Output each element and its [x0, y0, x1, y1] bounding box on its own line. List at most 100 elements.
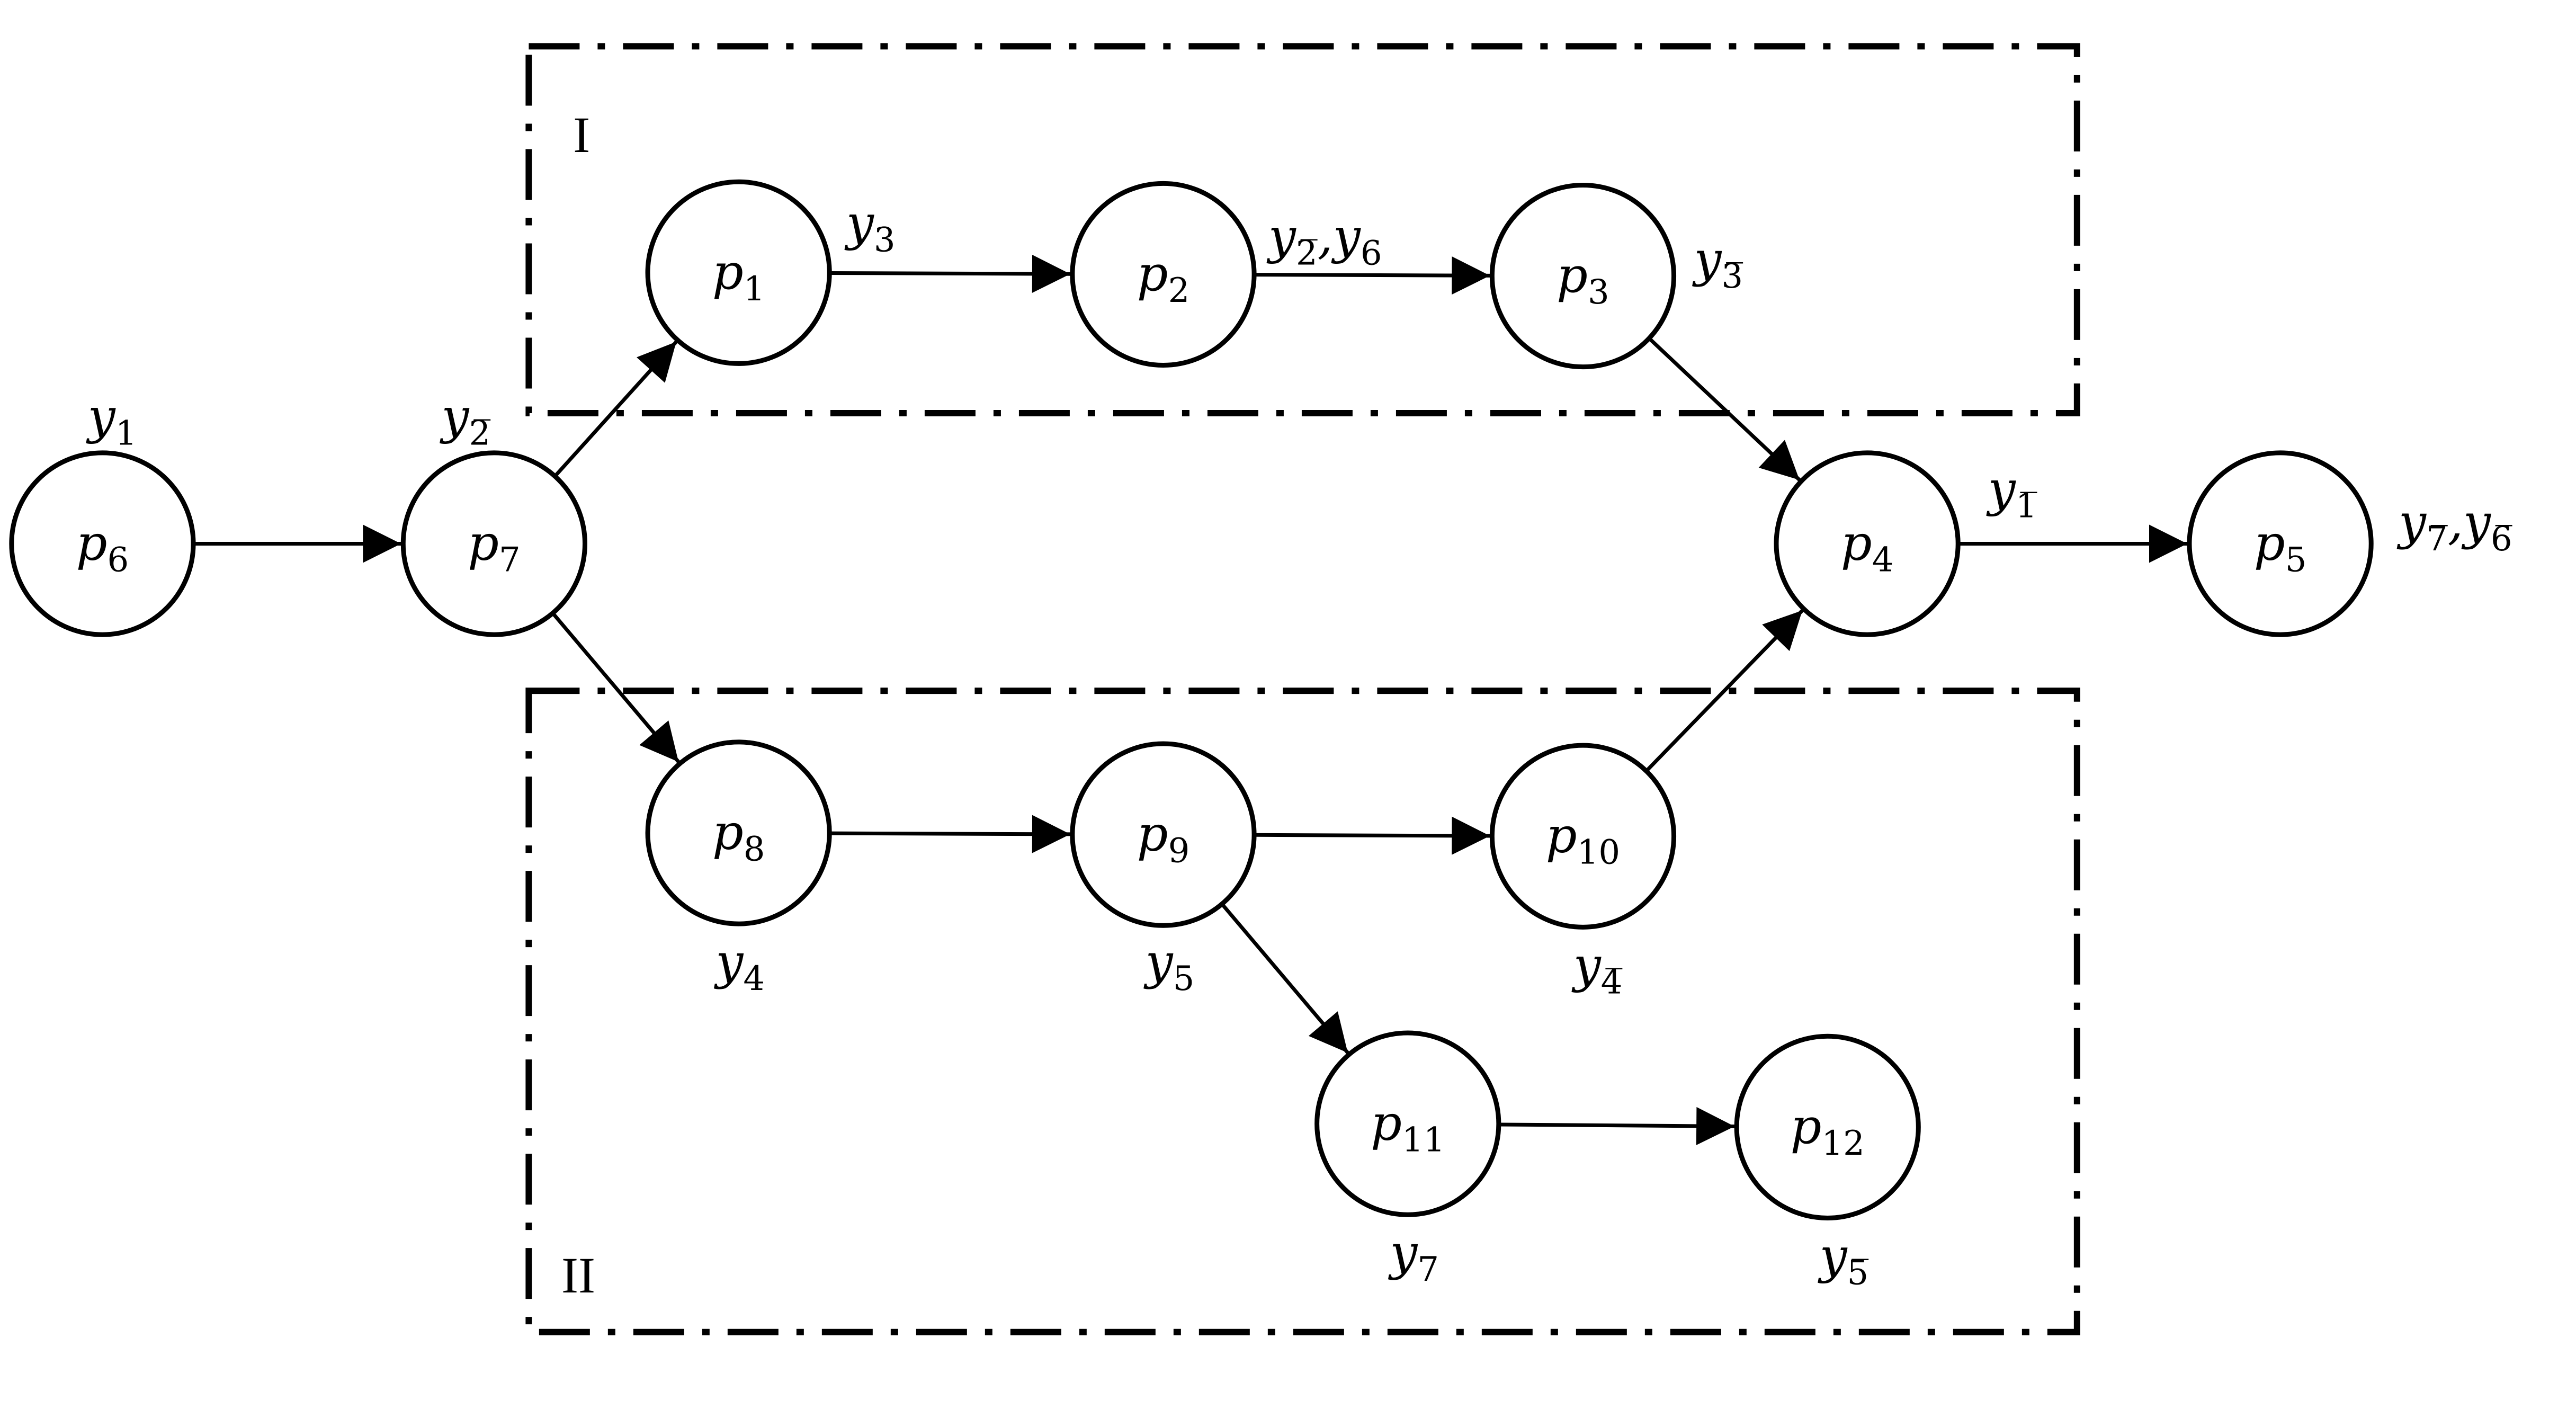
- node-p11-sub: 11: [1402, 1121, 1445, 1160]
- node-p5-label: p5: [2254, 514, 2307, 579]
- node-p5-var: p: [2254, 514, 2285, 571]
- annotation-var: y: [1143, 933, 1174, 990]
- node-p8-sub: 8: [744, 830, 765, 869]
- node-p11: p11: [1314, 1030, 1501, 1217]
- node-p7-var: p: [468, 514, 499, 571]
- node-p6-sub: 6: [108, 540, 129, 579]
- annotation-p12: y5̅: [1818, 1227, 1869, 1292]
- node-p5-sub: 5: [2285, 540, 2307, 579]
- annotation-sub: 4: [743, 959, 765, 998]
- edge-p7-to-p1: [553, 340, 678, 478]
- annotation-var: y: [2396, 494, 2427, 550]
- node-p7: p7: [400, 450, 587, 637]
- annotation-var: y: [713, 933, 744, 990]
- node-p3-label: p3: [1557, 247, 1609, 312]
- annotation-p3: y3̅: [1692, 231, 1743, 296]
- region-II-box: [525, 688, 2080, 1335]
- annotation-separator: ,: [1318, 208, 1333, 264]
- annotation-sub: 6̅: [2491, 520, 2512, 559]
- annotation-var: y: [1818, 1227, 1848, 1284]
- node-p3: p3: [1489, 182, 1677, 370]
- node-p3-sub: 3: [1588, 273, 1609, 312]
- node-p4-label: p4: [1841, 514, 1894, 579]
- annotation-sub: 2̅: [469, 414, 490, 453]
- node-p10-label: p10: [1546, 807, 1620, 872]
- annotation-p8: y4: [713, 933, 765, 998]
- node-p12-circle: [1734, 1033, 1921, 1220]
- edge-p1-to-p2: [829, 254, 1070, 293]
- edge-p10-to-p4: [1645, 609, 1804, 773]
- node-p2-circle: [1070, 181, 1257, 368]
- annotation-sub: 4̅: [1601, 962, 1623, 1002]
- node-p7-sub: 7: [499, 540, 521, 579]
- node-p9-var: p: [1137, 806, 1168, 862]
- node-p9-circle: [1070, 741, 1257, 928]
- annotation-p9: y5: [1143, 933, 1195, 998]
- node-p3-circle: [1489, 182, 1677, 370]
- annotation-var: y: [1692, 231, 1722, 288]
- annotation-separator: ,: [2448, 494, 2463, 550]
- annotation-sub: 5̅: [1847, 1253, 1869, 1292]
- annotation-sub: 6: [1361, 234, 1382, 273]
- node-p4-sub: 4: [1872, 540, 1894, 579]
- annotation-sub: 7: [1417, 1250, 1439, 1289]
- annotation-sub: 1̅: [2016, 487, 2037, 526]
- annotation-sub: 5: [1173, 959, 1195, 998]
- node-p9: p9: [1070, 741, 1257, 928]
- node-p1-circle: [645, 179, 832, 366]
- node-p9-sub: 9: [1168, 832, 1190, 871]
- annotation-p1: y3: [844, 194, 896, 260]
- node-p10: p10: [1489, 743, 1677, 930]
- region-I-label: I: [573, 106, 590, 163]
- annotation-sub: 1: [115, 414, 137, 453]
- node-p12: p12: [1734, 1033, 1921, 1220]
- annotation-var: y: [1388, 1224, 1418, 1281]
- node-p4-var: p: [1841, 514, 1872, 571]
- node-p9-label: p9: [1137, 806, 1190, 871]
- node-p6-var: p: [76, 514, 108, 571]
- node-p12-sub: 12: [1821, 1124, 1864, 1163]
- edge-p9-to-p10: [1254, 816, 1490, 855]
- node-p10-circle: [1489, 743, 1677, 930]
- node-p8-var: p: [712, 804, 744, 860]
- edge-p3-to-p4: [1648, 337, 1801, 481]
- regions-layer: III: [525, 43, 2080, 1335]
- edge-p9-to-p11: [1220, 903, 1349, 1054]
- node-p11-circle: [1314, 1030, 1501, 1217]
- annotation-p5: y7̅,y6̅: [2396, 494, 2512, 559]
- node-p8: p8: [645, 739, 832, 926]
- node-p12-label: p12: [1791, 1098, 1865, 1163]
- node-p11-label: p11: [1371, 1095, 1445, 1160]
- annotation-var: y: [1571, 937, 1602, 993]
- node-p8-label: p8: [712, 804, 765, 869]
- node-p2-sub: 2: [1168, 271, 1190, 310]
- annotation-var: y: [439, 388, 469, 444]
- node-p2-label: p2: [1137, 245, 1190, 310]
- node-p5-circle: [2187, 450, 2374, 637]
- annotation-var: y: [86, 388, 116, 444]
- node-p10-var: p: [1546, 807, 1577, 864]
- node-p2: p2: [1070, 181, 1257, 368]
- annotation-var: y: [1331, 208, 1361, 264]
- node-p6-label: p6: [76, 514, 129, 579]
- annotation-sub: 3: [874, 220, 896, 260]
- region-I-box: [525, 43, 2080, 417]
- node-p3-var: p: [1557, 247, 1588, 304]
- node-p1-label: p1: [712, 244, 765, 309]
- region-II-label: II: [561, 1247, 595, 1304]
- node-p2-var: p: [1137, 245, 1168, 302]
- node-p4-circle: [1774, 450, 1961, 637]
- edge-p2-to-p3: [1254, 256, 1490, 295]
- annotation-p6: y1: [86, 388, 137, 453]
- node-p8-circle: [645, 739, 832, 926]
- node-p6-circle: [9, 450, 196, 637]
- node-p4: p4: [1774, 450, 1961, 637]
- node-p12-var: p: [1791, 1098, 1822, 1155]
- edge-p8-to-p9: [829, 815, 1070, 853]
- node-p6: p6: [9, 450, 196, 637]
- node-p1-var: p: [712, 244, 744, 300]
- edge-p11-to-p12: [1498, 1107, 1735, 1145]
